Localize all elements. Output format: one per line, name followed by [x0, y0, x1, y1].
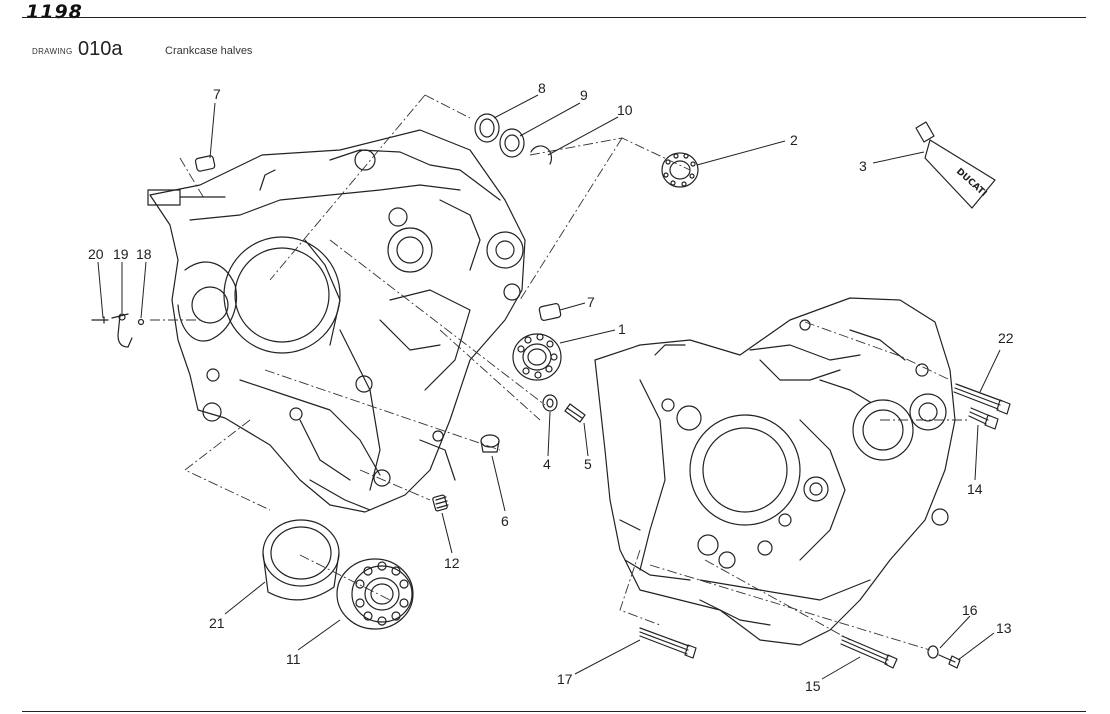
right-crankcase-half	[594, 297, 956, 646]
callout-7-right: 7	[587, 294, 595, 310]
sealant-tube	[915, 121, 996, 209]
callout-1: 1	[618, 321, 626, 337]
callout-8: 8	[538, 80, 546, 96]
callout-21: 21	[209, 615, 225, 631]
dowel-pin-upper	[194, 155, 216, 172]
bearing-bush	[262, 519, 340, 601]
grub-screw	[432, 494, 449, 512]
left-crankcase-half	[147, 129, 526, 513]
bushing	[499, 128, 525, 158]
callout-5: 5	[584, 456, 592, 472]
washer-16	[927, 645, 939, 659]
callout-10: 10	[617, 102, 633, 118]
callout-12: 12	[444, 555, 460, 571]
header-rule	[22, 17, 1086, 18]
callout-7-upper: 7	[213, 86, 221, 102]
callout-2: 2	[790, 132, 798, 148]
drawing-label: DRAWING	[32, 47, 73, 56]
callout-3: 3	[859, 158, 867, 174]
callout-14: 14	[967, 481, 983, 497]
callout-13: 13	[996, 620, 1012, 636]
main-bearing	[512, 333, 562, 381]
callout-6: 6	[501, 513, 509, 529]
callout-22: 22	[998, 330, 1014, 346]
footer-rule	[22, 711, 1086, 712]
callout-11: 11	[286, 651, 301, 667]
screw-13	[938, 654, 961, 669]
callout-18: 18	[136, 246, 152, 262]
callout-16: 16	[962, 602, 978, 618]
drawing-title: Crankcase halves	[165, 45, 253, 57]
oil-seal	[474, 113, 500, 143]
main-bearing-large	[336, 558, 414, 630]
plug	[480, 434, 500, 453]
bolt-15	[840, 635, 898, 669]
bolt-17	[639, 627, 697, 659]
bolt-22	[953, 383, 1011, 415]
callout-15: 15	[805, 678, 821, 694]
breather-bolt-20	[91, 316, 109, 324]
bolt-14	[968, 407, 999, 430]
callout-20: 20	[88, 246, 104, 262]
ball-bearing-small	[661, 152, 699, 188]
drain-screw	[564, 403, 586, 423]
sealing-washer	[542, 394, 558, 412]
leader-lines	[97, 94, 1001, 680]
callout-9: 9	[580, 87, 588, 103]
callout-17: 17	[557, 671, 573, 687]
drawing-code: 010a	[78, 38, 123, 60]
pin-18	[137, 318, 145, 326]
assembly-axis-lines	[150, 94, 970, 651]
circlip	[530, 145, 553, 165]
callout-numbers: 1 2 3 4 5 6 7 7 8 9 10 11 12 13 14 15 16…	[88, 80, 1014, 694]
dowel-pin-right	[538, 303, 562, 321]
callout-4: 4	[543, 456, 551, 472]
hose-clip-19	[111, 313, 133, 348]
callout-19: 19	[113, 246, 129, 262]
